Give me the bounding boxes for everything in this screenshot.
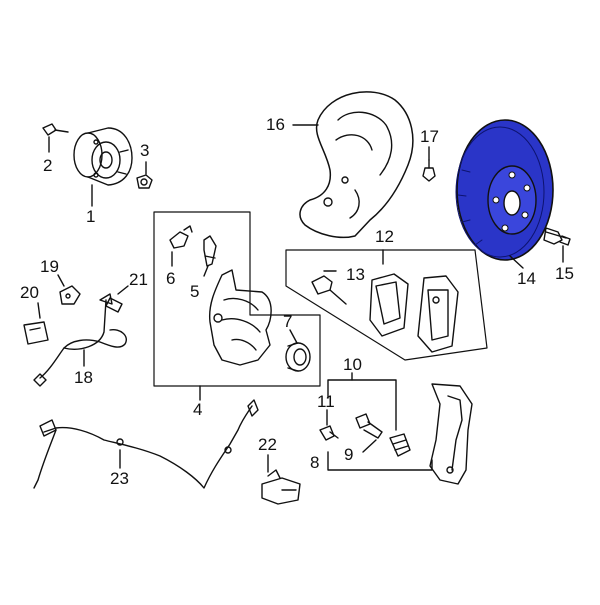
splash-shield-part-16[interactable] [299,91,414,239]
callout-21: 21 [129,270,148,289]
caliper-part-4[interactable] [208,269,272,366]
callout-23: 23 [110,469,129,488]
abs-harness-part-23[interactable] [33,399,259,489]
abs-sensor-part-22[interactable] [261,469,301,505]
bolt-part-2[interactable] [42,123,69,136]
brake-pads-part-12[interactable] [369,273,459,353]
caliper-group-box [153,211,321,387]
brake-rotor-part-14[interactable] [455,119,554,261]
bracket-part-20[interactable] [23,321,49,345]
wheel-hub-part-1[interactable] [73,127,133,186]
callout-15: 15 [555,264,574,283]
piston-seal-part-7[interactable] [285,342,311,372]
callout-4: 4 [193,400,203,419]
callout-11: 11 [317,392,335,411]
callout-6: 6 [166,269,176,288]
callout-19: 19 [40,257,59,276]
callout-13: 13 [346,265,365,284]
boot-part-10[interactable] [389,433,411,457]
bolt-part-15[interactable] [543,227,571,246]
clip-part-21[interactable] [105,297,123,313]
callout-1: 1 [86,207,96,226]
callout-16: 16 [266,115,285,134]
callout-10: 10 [343,355,362,374]
caliper-bracket-part-8[interactable] [429,383,473,485]
callout-20: 20 [20,283,39,302]
guide-bolt-part-9[interactable] [355,413,383,439]
callout-2: 2 [43,156,53,175]
bolt-part-11[interactable] [319,425,339,441]
nut-part-3[interactable] [136,174,153,189]
callout-7: 7 [283,312,293,331]
callout-5: 5 [190,282,200,301]
callout-17: 17 [420,127,439,146]
wear-sensor-part-13[interactable] [311,275,347,305]
guide-pin-part-5[interactable] [203,235,217,267]
callout-14: 14 [517,269,536,288]
callout-12: 12 [375,227,394,246]
callout-3: 3 [140,141,150,160]
bleeder-part-6[interactable] [169,225,193,249]
brake-pad-group-box [285,249,488,361]
callout-8: 8 [310,453,320,472]
callout-22: 22 [258,435,277,454]
bracket-part-19[interactable] [59,285,81,305]
callout-18: 18 [74,368,93,387]
callout-9: 9 [344,445,354,464]
bolt-part-17[interactable] [422,159,436,182]
